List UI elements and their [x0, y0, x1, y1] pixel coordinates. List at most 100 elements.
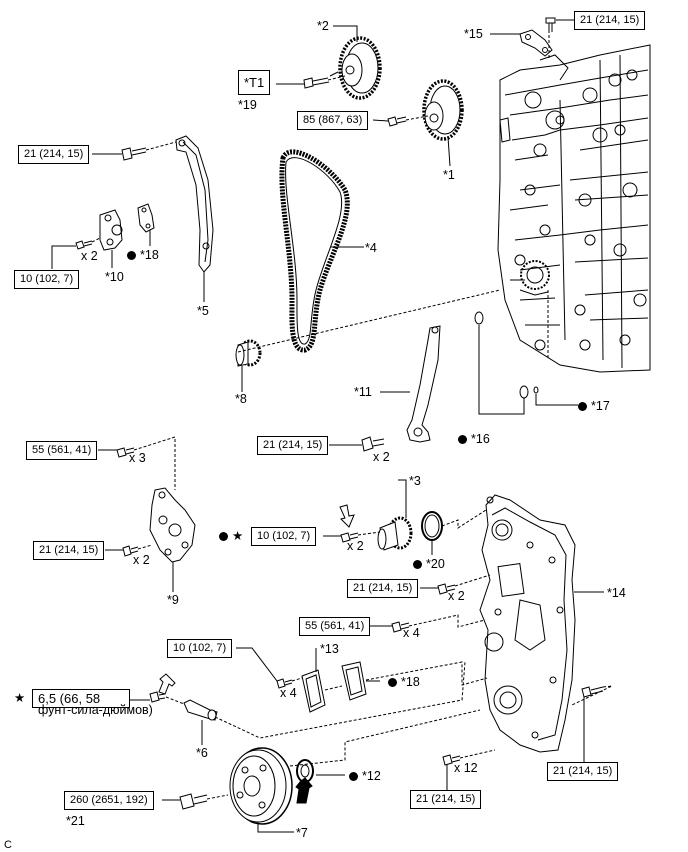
bolt-21-guide	[121, 147, 147, 161]
part-label-15: *15	[464, 27, 483, 41]
torque-box: 55 (561, 41)	[299, 617, 371, 636]
torque-box-65: 6,5 (66, 58	[32, 689, 130, 708]
arrow-12	[295, 777, 313, 804]
part-label-18-text: *18	[140, 248, 159, 262]
bolt-21-14	[437, 583, 456, 595]
part-label-1: *1	[443, 168, 455, 182]
qty-label: x 4	[403, 626, 420, 640]
part-label-4: *4	[365, 241, 377, 255]
torque-box: 21 (214, 15)	[33, 541, 105, 560]
arrow-3	[339, 504, 355, 528]
bolt-10-tensioner	[75, 240, 93, 250]
stud-21	[581, 686, 604, 698]
sensor-6	[183, 699, 218, 721]
torque-box: 21 (214, 15)	[257, 436, 329, 455]
chain-tensioner-10	[99, 209, 123, 251]
torque-65-unit: фунт-сила-дюймов)	[38, 703, 153, 717]
dot-icon	[578, 402, 587, 411]
bolt-65-6	[149, 691, 166, 703]
leader-lines	[51, 19, 604, 833]
part-label-20: *20	[413, 557, 445, 571]
bracket-15	[519, 17, 556, 57]
star-icon: ★	[232, 529, 244, 543]
crank-bolt-21	[179, 793, 208, 810]
part-box-t1: *T1	[238, 70, 271, 95]
bolt-21-9	[122, 545, 139, 557]
sprocket-3	[377, 516, 413, 551]
qty-label: x 2	[347, 539, 364, 553]
part-label-19: *19	[238, 98, 257, 112]
torque-box: 21 (214, 15)	[574, 11, 646, 30]
camshaft-timing-gear-2	[329, 36, 382, 100]
torque-box: 21 (214, 15)	[410, 790, 482, 809]
gasket-13	[301, 669, 326, 713]
o-ring-17	[533, 386, 578, 406]
chain-guide-11	[406, 325, 441, 443]
dot-icon	[458, 435, 467, 444]
bolt-21-guide-11	[361, 436, 385, 452]
torque-box: 10 (102, 7)	[167, 639, 233, 658]
corner-code: C	[4, 839, 12, 851]
part-label-18: *18	[388, 675, 420, 689]
chain-guide-5	[175, 135, 214, 273]
o-ring-16	[474, 311, 529, 415]
bolt-55-14	[391, 621, 410, 633]
bolt-55-9	[116, 447, 135, 458]
torque-box: 10 (102, 7)	[251, 527, 317, 546]
arrow-6	[158, 673, 176, 695]
gasket-20	[421, 511, 443, 541]
part-label-16: *16	[458, 432, 490, 446]
crank-sprocket-8	[235, 339, 262, 367]
part-label-13: *13	[320, 642, 339, 656]
part-label-20-text: *20	[426, 557, 445, 571]
bolt-10-13	[276, 678, 293, 689]
bolt-t1	[303, 77, 330, 89]
gasket-18-small	[137, 203, 155, 233]
torque-box: 21 (214, 15)	[547, 762, 619, 781]
dot-icon	[219, 532, 228, 541]
torque-box: 260 (2651, 192)	[64, 791, 154, 810]
qty-label: x 4	[280, 686, 297, 700]
timing-cover-14	[479, 494, 576, 753]
part-label-2: *2	[317, 19, 329, 33]
camshaft-timing-gear-1	[422, 79, 464, 141]
dot-icon	[388, 678, 397, 687]
part-label-10: *10	[105, 270, 124, 284]
part-label-6: *6	[196, 746, 208, 760]
crankshaft-pulley-7	[229, 747, 293, 825]
part-label-7: *7	[296, 826, 308, 840]
bolt-10-3	[340, 532, 359, 543]
star-marker: ★	[219, 529, 243, 543]
qty-label: x 2	[448, 589, 465, 603]
part-label-14: *14	[607, 586, 626, 600]
star-marker: ★	[14, 691, 26, 705]
qty-label: x 2	[81, 249, 98, 263]
part-label-17-text: *17	[591, 399, 610, 413]
torque-box: 21 (214, 15)	[18, 145, 90, 164]
part-label-11: *11	[354, 385, 372, 399]
part-label-18-text: *18	[401, 675, 420, 689]
gasket-18	[341, 661, 367, 701]
part-label-12: *12	[349, 769, 381, 783]
dot-icon	[127, 251, 136, 260]
qty-label: x 12	[454, 761, 478, 775]
qty-label: x 2	[133, 553, 150, 567]
dot-icon	[349, 772, 358, 781]
timing-chain	[279, 149, 350, 353]
part-label-16-text: *16	[471, 432, 490, 446]
bolt-21-x12	[442, 754, 461, 766]
torque-box: 10 (102, 7)	[14, 270, 80, 289]
torque-box: 55 (561, 41)	[26, 441, 98, 460]
part-label-8: *8	[235, 392, 247, 406]
bolt-85	[387, 116, 407, 127]
part-label-9: *9	[167, 593, 179, 607]
engine-block	[497, 44, 651, 373]
dashed-lines	[91, 30, 613, 800]
part-label-5: *5	[197, 304, 209, 318]
part-label-3: *3	[409, 474, 421, 488]
qty-label: x 2	[373, 450, 390, 464]
part-label-21: *21	[66, 814, 85, 828]
bracket-9	[149, 487, 196, 563]
dot-icon	[413, 560, 422, 569]
